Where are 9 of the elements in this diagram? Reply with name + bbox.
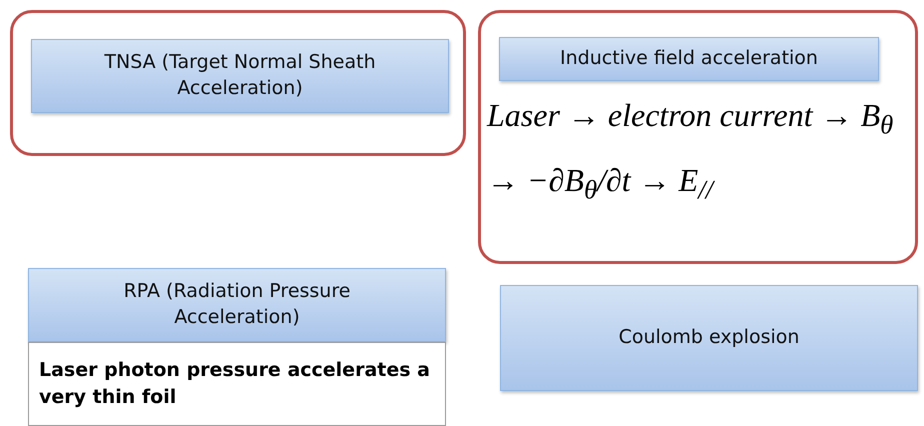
group-frame <box>478 10 918 264</box>
description-text: Laser photon pressure accelerates a very thin foil <box>28 342 446 426</box>
heading-box: Inductive field acceleration <box>499 37 879 81</box>
method-card <box>28 268 446 426</box>
heading-box: RPA (Radiation Pressure Acceleration) <box>28 268 446 342</box>
process-box: Coulomb explosion <box>500 285 918 391</box>
formula-text: Laser → electron current → B$_{θ}$ → −∂B$_{θ}$/∂t → E$_{//}$ <box>487 96 894 206</box>
group-frame <box>10 10 466 156</box>
heading-box: TNSA (Target Normal Sheath Acceleration) <box>31 39 449 113</box>
